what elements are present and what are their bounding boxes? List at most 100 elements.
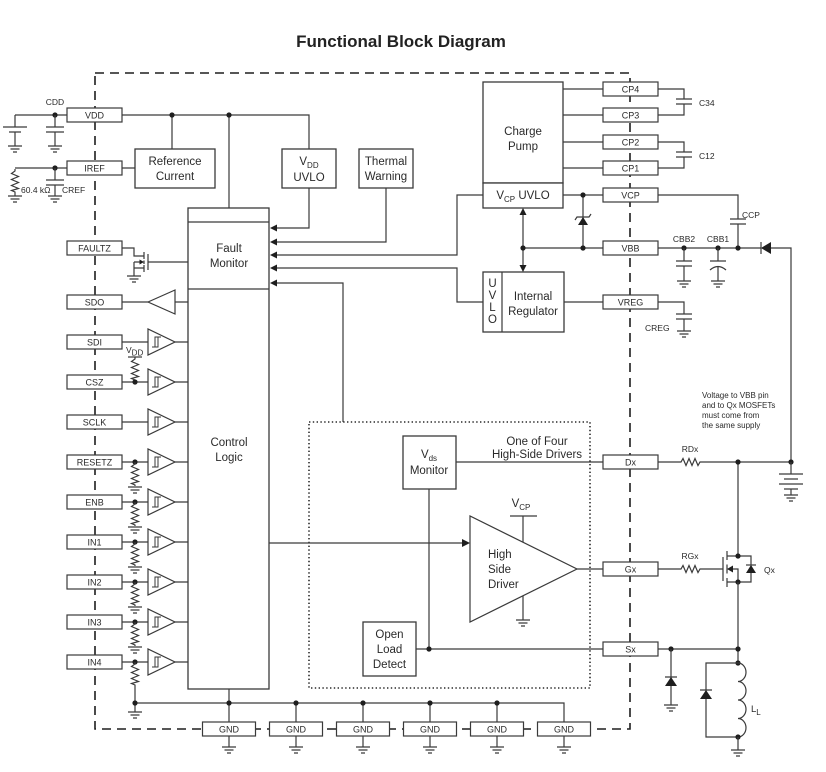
block-label: Monitor: [410, 465, 449, 477]
block-label: Current: [156, 171, 195, 183]
ground-icon: [783, 494, 799, 502]
input-pulldowns: [127, 459, 143, 719]
pin-label: CSZ: [86, 378, 105, 388]
sdo-output-buffer: [122, 289, 188, 315]
pin-sdi: SDI: [66, 334, 123, 350]
arrow-icon: [270, 279, 277, 287]
uvlo-letter: O: [488, 314, 497, 326]
pin-in1: IN1: [66, 534, 123, 550]
pin-label: VCP: [621, 191, 640, 201]
zener-diode-icon: [574, 213, 592, 225]
mosfet-qx-icon: [722, 551, 756, 587]
group-label: One of Four: [506, 436, 568, 448]
block-label: Charge: [504, 126, 542, 138]
ground-icon: [676, 280, 692, 288]
pin-label: ENB: [85, 498, 104, 508]
pin-label: SCLK: [83, 418, 107, 428]
pin-vreg: VREG: [602, 294, 659, 310]
ground-icon: [710, 280, 726, 288]
arrow-icon: [270, 238, 277, 246]
block-label: Pump: [508, 141, 538, 153]
ccp-label: CCP: [742, 210, 760, 220]
uvlo-letter: U: [488, 278, 496, 290]
thermal-warning-block: Thermal Warning: [358, 148, 414, 189]
pin-label: FAULTZ: [78, 244, 111, 254]
resistor-icon: [130, 356, 140, 382]
vdd-pullup-label: VDD: [126, 345, 143, 358]
ground-icon: [47, 195, 63, 203]
resistor-icon: [130, 661, 140, 687]
control-logic-label: Control: [210, 437, 247, 449]
pin-gnd: GND: [201, 721, 257, 737]
rdx-label: RDx: [682, 444, 699, 454]
schmitt-buffer-icon: [147, 568, 176, 596]
pin-in2: IN2: [66, 574, 123, 590]
pin-label: IREF: [84, 164, 105, 174]
resistor-icon: [10, 168, 20, 194]
block-label: High: [488, 549, 512, 561]
arrow-icon: [270, 264, 277, 272]
iref-network: 60.4 kΩ CREF: [7, 165, 135, 203]
capacitor-cdd-icon: [46, 115, 64, 153]
ground-icon: [127, 711, 143, 719]
resistor-icon: [130, 581, 140, 607]
pin-gnd: GND: [469, 721, 525, 737]
ground-icon: [489, 746, 505, 754]
ground-icon: [127, 526, 143, 534]
pin-label: SDO: [85, 298, 105, 308]
block-label: Warning: [365, 171, 407, 183]
ground-icon: [7, 195, 23, 203]
pin-label: GND: [554, 725, 575, 735]
schmitt-buffer-icon: [147, 408, 176, 436]
pin-dx: Dx: [602, 454, 659, 470]
rgx-label: RGx: [682, 551, 700, 561]
pin-label: IN4: [87, 658, 101, 668]
internal-regulator-block: U V L O Internal Regulator: [482, 271, 565, 333]
schmitt-buffer-icon: [147, 328, 176, 356]
fault-monitor-label: Monitor: [210, 258, 249, 270]
ground-icon: [288, 746, 304, 754]
vcp-uvlo-block: VCP UVLO: [482, 182, 564, 209]
fault-monitor-inputs: [270, 188, 483, 422]
vbb-supply-network: CCP CBB2 CBB1: [658, 194, 792, 462]
block-label: Detect: [373, 659, 407, 671]
control-logic-label: Logic: [215, 452, 243, 464]
c12-label: C12: [699, 151, 715, 161]
ground-icon: [422, 746, 438, 754]
resistor-icon: [130, 461, 140, 487]
left-pins: VDD IREF FAULTZ SDO SDI CSZ SCLK RESETZ …: [66, 107, 123, 670]
pin-label: Dx: [625, 458, 636, 468]
ground-icon: [127, 486, 143, 494]
pin-faultz: FAULTZ: [66, 240, 123, 256]
note-line: must come from: [702, 411, 760, 420]
schmitt-buffer-icon: [147, 608, 176, 636]
reverse-diode-icon: [760, 242, 771, 254]
pin-label: CP2: [622, 138, 640, 148]
vreg-capacitor: CREG: [645, 301, 692, 338]
note-line: Voltage to VBB pin: [702, 391, 769, 400]
ground-icon: [556, 746, 572, 754]
csz-pullup: VDD: [126, 345, 143, 385]
ground-pins: GND GND GND GND GND GND: [201, 721, 592, 737]
ground-icon: [127, 566, 143, 574]
pin-enb: ENB: [66, 494, 123, 510]
pin-sclk: SCLK: [66, 414, 123, 430]
arrow-icon: [270, 224, 277, 232]
iref-resistor-label: 60.4 kΩ: [21, 185, 51, 195]
pin-gnd: GND: [268, 721, 324, 737]
pin-label: GND: [353, 725, 374, 735]
inductor-load-icon: [737, 662, 747, 738]
cdd-label: CDD: [46, 97, 64, 107]
block-label: Driver: [488, 579, 519, 591]
block-label: Regulator: [508, 306, 558, 318]
block-label: Open: [375, 629, 403, 641]
block-label: Reference: [148, 156, 201, 168]
pin-cp1: CP1: [602, 160, 659, 176]
block-label: UVLO: [293, 172, 324, 184]
pin-label: GND: [487, 725, 508, 735]
ground-icon: [221, 746, 237, 754]
resistor-rgx-icon: [677, 564, 703, 574]
fault-monitor-label: Fault: [216, 243, 242, 255]
ground-icon: [730, 749, 746, 757]
